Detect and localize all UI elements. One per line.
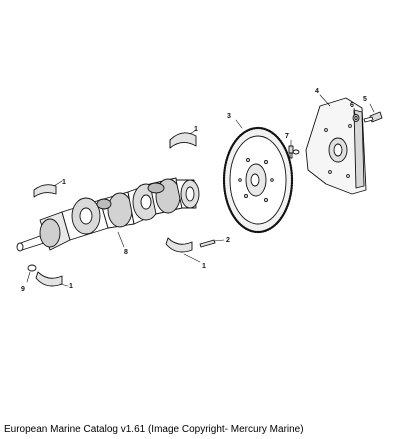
callout-9: 9 <box>21 286 25 293</box>
exploded-parts-diagram: 1 1 1 1 2 3 4 5 6 7 8 9 <box>16 88 383 293</box>
bearing-shell-upper <box>169 132 197 149</box>
callout-4: 4 <box>315 88 319 95</box>
bearing-shell-lower-right <box>165 237 193 253</box>
pilot-bearing <box>27 264 37 272</box>
callout-1-lower-left: 1 <box>69 283 73 290</box>
flywheel-bolt <box>288 145 300 159</box>
copyright-caption: European Marine Catalog v1.61 (Image Cop… <box>4 424 304 435</box>
callout-6: 6 <box>350 102 354 109</box>
bolt <box>363 111 383 123</box>
crankshaft <box>16 177 200 252</box>
callout-3: 3 <box>227 113 231 120</box>
flex-plate <box>305 97 367 195</box>
callout-5: 5 <box>363 96 367 103</box>
callout-1-lower-right: 1 <box>202 263 206 270</box>
callout-2: 2 <box>226 237 230 244</box>
washer <box>352 114 360 122</box>
key <box>199 239 216 248</box>
bearing-shell-lower-left <box>35 271 63 287</box>
bearing-shell-left <box>33 184 57 198</box>
callout-1-upper: 1 <box>194 126 198 133</box>
flywheel <box>222 126 294 234</box>
callout-8: 8 <box>124 249 128 256</box>
callout-7: 7 <box>285 133 289 140</box>
callout-1-left: 1 <box>62 179 66 186</box>
